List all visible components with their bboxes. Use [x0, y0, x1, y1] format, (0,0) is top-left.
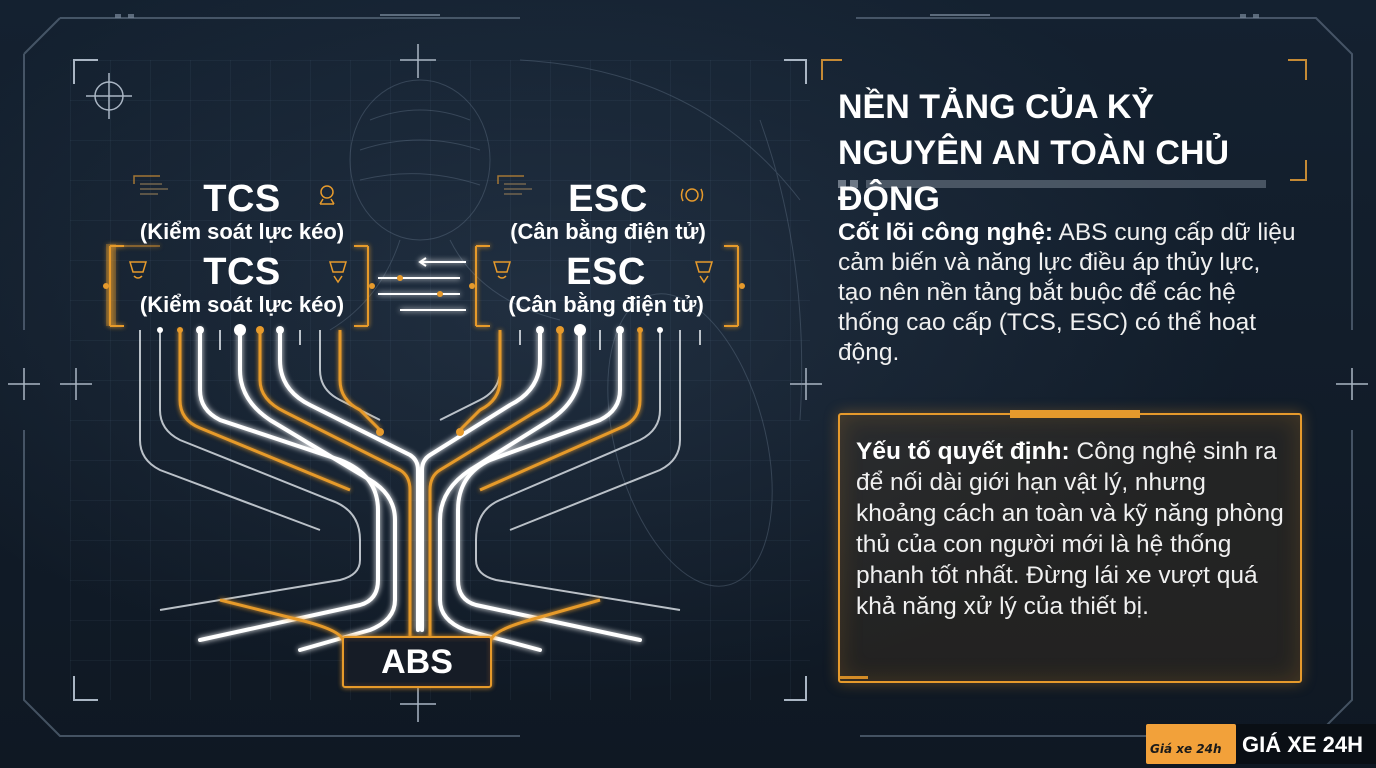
core-text: ABS cung cấp dữ liệu cảm biến và năng lự…	[838, 219, 1296, 366]
brand-logo	[1146, 724, 1236, 764]
abs-box	[342, 636, 492, 688]
decide-tab	[1010, 410, 1140, 418]
title-underline	[838, 180, 1266, 188]
circuit-right-thin	[439, 330, 701, 611]
esc-box	[475, 245, 739, 327]
esc-upper-desc: (Cân bằng điện tử)	[510, 219, 706, 244]
decide-label: Yếu tố quyết định:	[856, 438, 1070, 465]
decide-paragraph: Yếu tố quyết định: Công nghệ sinh ra để …	[856, 436, 1288, 622]
traction-icon	[319, 185, 335, 205]
core-paragraph: Cốt lõi công nghệ: ABS cung cấp dữ liệu …	[838, 218, 1298, 368]
wireframe-figure	[329, 59, 803, 587]
tcs-name: TCS	[203, 251, 281, 293]
left-panel-brackets	[73, 59, 807, 701]
esc-upper-label: ESC (Cân bằng điện tử)	[488, 180, 728, 246]
tcs-upper-desc: (Kiểm soát lực kéo)	[139, 219, 345, 244]
tcs-node: TCS (Kiểm soát lực kéo)	[122, 253, 362, 319]
upper-box-brackets	[133, 175, 524, 184]
abs-node: ABS	[381, 643, 453, 681]
tcs-upper-label: TCS (Kiểm soát lực kéo)	[122, 180, 362, 246]
crosshair-icon	[8, 44, 1368, 722]
box-side-dots	[103, 283, 745, 289]
tcs-desc: (Kiểm soát lực kéo)	[139, 292, 345, 317]
stability-icon	[328, 261, 714, 284]
upper-box-lines	[140, 183, 532, 195]
stability-icon	[680, 188, 704, 202]
core-label: Cốt lõi công nghệ:	[838, 219, 1054, 246]
panel-title: NỀN TẢNG CỦA KỶ NGUYÊN AN TOÀN CHỦ ĐỘNG	[838, 88, 1230, 218]
circuit-left-white	[198, 328, 420, 652]
frame-ticks	[115, 14, 1259, 18]
brand-background	[1236, 724, 1376, 764]
link-dots	[397, 275, 443, 297]
circuit-right-white	[420, 328, 642, 652]
car-skid-icon	[128, 261, 512, 279]
circuit-nodes-orange	[177, 326, 643, 436]
esc-node: ESC (Cân bằng điện tử)	[486, 253, 726, 319]
brand-logo-text: Giá xe 24h	[1150, 742, 1222, 756]
decide-corner-ticks	[838, 676, 868, 679]
outer-frame	[23, 17, 1353, 737]
tcs-box	[106, 244, 369, 327]
esc-name: ESC	[566, 251, 646, 293]
decide-text: Công nghệ sinh ra để nối dài giới hạn vậ…	[856, 438, 1284, 620]
circuit-left-thin	[139, 330, 381, 611]
title-brackets	[821, 59, 1307, 181]
esc-desc: (Cân bằng điện tử)	[508, 292, 704, 317]
circuit-right-orange	[428, 330, 642, 641]
circuit-nodes	[157, 324, 663, 336]
crosshair-icon	[86, 73, 132, 119]
link-arrows	[378, 257, 466, 311]
esc-upper-name: ESC	[568, 178, 648, 220]
brand-name: GIÁ XE 24H	[1242, 732, 1364, 757]
tcs-upper-name: TCS	[203, 178, 281, 220]
circuit-left-orange	[178, 330, 412, 641]
